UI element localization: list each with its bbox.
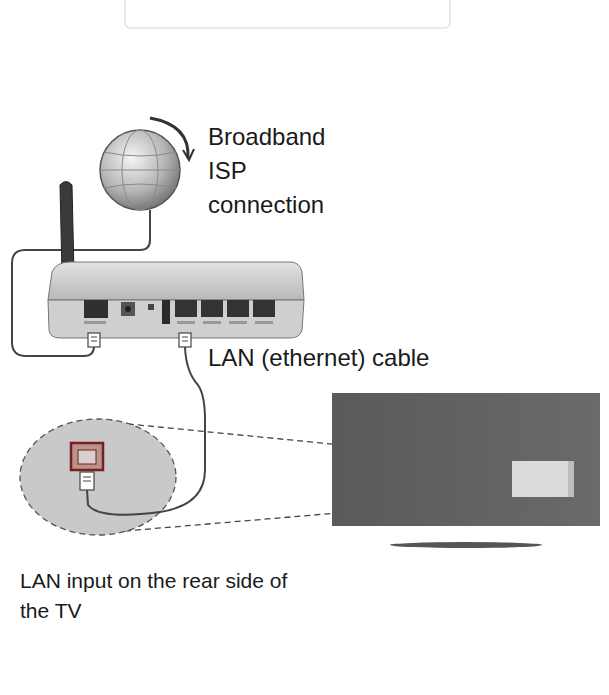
router (48, 262, 304, 338)
lan-port (175, 300, 197, 317)
lan-port (253, 300, 275, 317)
power-switch (162, 300, 170, 324)
globe-icon (100, 118, 194, 210)
inset-zoom (20, 419, 176, 535)
annotation-label: LAN (ethernet) cable (208, 343, 508, 373)
rj45-plug (179, 333, 191, 347)
tv-stand (390, 542, 542, 548)
lan-input-port (71, 443, 103, 470)
rj45-plug (80, 472, 94, 490)
tv-port-panel (512, 461, 568, 497)
lan-port (201, 300, 223, 317)
lan-port (227, 300, 249, 317)
label-holder: Broadband ISP connection (208, 120, 368, 222)
rj45-plug (88, 333, 100, 347)
label-holder: LAN (ethernet) cable (208, 343, 508, 373)
tv (332, 393, 600, 548)
label-holder: LAN input on the rear side of the TV (20, 566, 300, 626)
top-frame (125, 0, 450, 28)
power-jack (121, 302, 135, 316)
annotation-label: Broadband ISP connection (208, 120, 368, 222)
annotation-label: LAN input on the rear side of the TV (20, 566, 300, 626)
lan-cable (87, 347, 205, 515)
wan-port (84, 300, 108, 318)
